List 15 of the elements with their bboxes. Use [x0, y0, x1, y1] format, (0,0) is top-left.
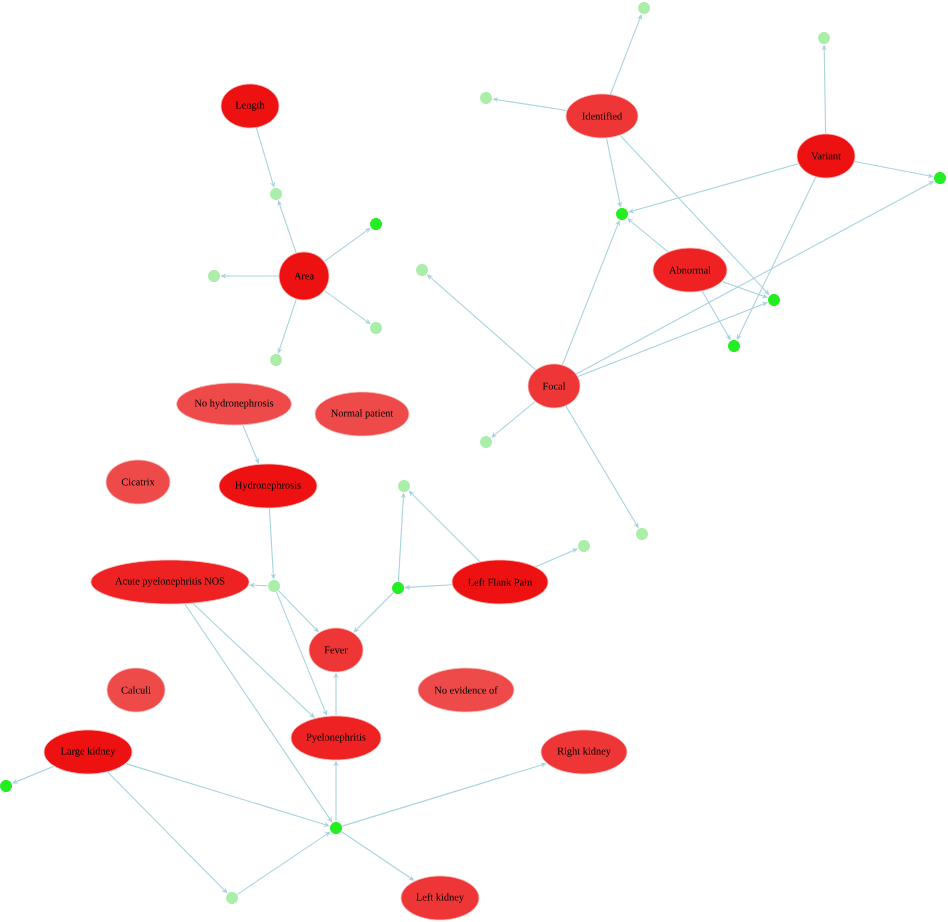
- arrow: [277, 298, 297, 354]
- arrow: [242, 424, 259, 464]
- arrow: [408, 490, 481, 563]
- arrow: [628, 163, 799, 214]
- arrow: [275, 591, 328, 716]
- arrow: [255, 127, 276, 188]
- arrow: [125, 763, 330, 827]
- arrow: [184, 603, 333, 823]
- arrow: [340, 831, 415, 881]
- arrow: [323, 227, 371, 262]
- arrow: [277, 200, 297, 254]
- arrow: [236, 831, 331, 895]
- arrow: [107, 771, 228, 894]
- arrow: [353, 591, 395, 633]
- arrow: [721, 280, 768, 299]
